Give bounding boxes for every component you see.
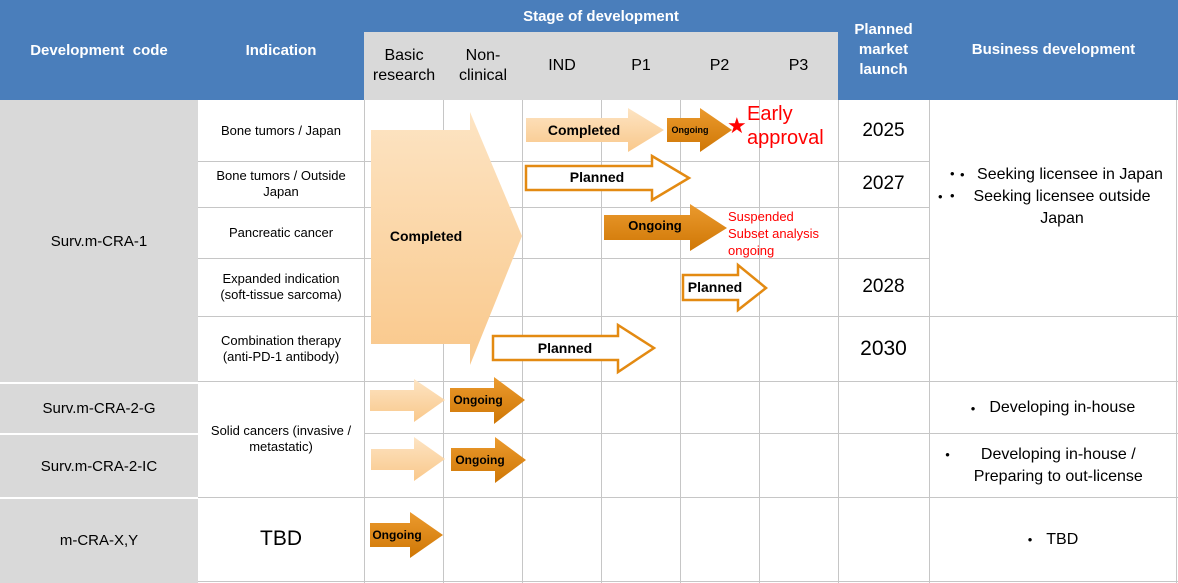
code-surv-m-cra-1: Surv.m-CRA-1 <box>0 100 198 382</box>
header-indication: Indication <box>198 0 364 100</box>
indication-tbd: TBD <box>260 527 302 550</box>
header-planned-market-launch: Planned market launch <box>838 0 929 100</box>
suspended-line: Suspended <box>728 209 794 224</box>
xy-ongoing-label: Ongoing <box>372 528 421 542</box>
star-icon: ★ <box>727 113 747 138</box>
launch-year-expanded: 2028 <box>862 276 905 297</box>
header-stage-ind: IND <box>522 32 602 100</box>
business-x-y: •TBD <box>1027 530 1079 548</box>
launch-year-bone-japan: 2025 <box>862 119 905 141</box>
pancreatic-ongoing-arrow <box>604 204 727 251</box>
completed-block-arrow <box>371 112 522 365</box>
indication-expanded-soft-tissue-sarcoma: Expanded indication (soft-tissue sarcoma… <box>220 271 342 302</box>
cra-2-ic-completed-arrow <box>371 437 445 481</box>
cra-2-g-ongoing-label: Ongoing <box>453 393 502 407</box>
bone-japan-ongoing-label: Ongoing <box>672 125 709 135</box>
bone-japan-completed-arrow <box>526 108 664 152</box>
business-item: • Seeking licensee in Japan <box>950 163 1172 186</box>
xy-ongoing-arrow <box>370 512 443 558</box>
subset-analysis-line: Subset analysis <box>728 226 820 241</box>
bone-japan-ongoing-arrow <box>667 108 732 152</box>
header-stage-p1: P1 <box>602 32 680 100</box>
indication-solid-cancers: Solid cancers (invasive / metastatic) <box>210 423 352 454</box>
completed-block-label: Completed <box>390 228 462 244</box>
code-surv-m-cra-2-g: Surv.m-CRA-2-G <box>0 382 198 434</box>
bone-japan-completed-label: Completed <box>548 122 620 138</box>
expanded-planned-label: Planned <box>688 279 742 295</box>
indication-bone-tumors-japan: Bone tumors / Japan <box>221 122 341 138</box>
cra-2-ic-ongoing-label: Ongoing <box>455 453 504 467</box>
header-stage-p2: P2 <box>680 32 759 100</box>
indication-combination-therapy: Combination therapy (anti-PD-1 antibody) <box>221 332 341 364</box>
indication-pancreatic-cancer: Pancreatic cancer <box>228 224 334 240</box>
header-stage-of-development: Stage of development <box>364 0 838 32</box>
expanded-planned-arrow <box>681 262 768 313</box>
suspended-note: Suspended Subset analysis ongoing <box>728 208 819 259</box>
combination-planned-arrow <box>491 322 657 375</box>
bone-outside-planned-arrow <box>524 153 692 203</box>
header-stage-non-clinical: Non-clinical <box>444 32 522 100</box>
business-item: • Seeking licensee outside Japan <box>938 185 1172 230</box>
combination-planned-label: Planned <box>538 340 592 356</box>
indication-bone-tumors-outside-japan: Bone tumors / Outside Japan <box>216 168 346 199</box>
header-development-code: Development code <box>0 0 198 100</box>
early-approval-note: Early approval <box>747 103 824 149</box>
launch-year-bone-outside: 2027 <box>862 173 905 194</box>
business-cra-1: • Seeking licensee in Japan • Seeking li… <box>938 163 1172 230</box>
header-stage-basic-research: Basic research <box>364 32 444 100</box>
header-stage-p3: P3 <box>759 32 838 100</box>
launch-year-combination: 2030 <box>860 336 907 360</box>
header-business-development: Business development <box>929 0 1178 100</box>
business-cra-2-ic: • Developing in-house / Preparing to out… <box>945 446 1143 485</box>
code-m-cra-x-y: m-CRA-X,Y <box>0 498 198 583</box>
business-cra-2-g: •Developing in-house <box>970 399 1136 416</box>
cra-2-g-completed-arrow <box>370 379 445 422</box>
code-surv-m-cra-2-ic: Surv.m-CRA-2-IC <box>0 434 198 498</box>
cra-2-g-ongoing-arrow <box>450 377 525 424</box>
pancreatic-ongoing-label: Ongoing <box>628 218 681 233</box>
subset-ongoing-line: ongoing <box>728 243 775 258</box>
bone-outside-planned-label: Planned <box>570 169 624 185</box>
cra-2-ic-ongoing-arrow <box>451 437 526 483</box>
